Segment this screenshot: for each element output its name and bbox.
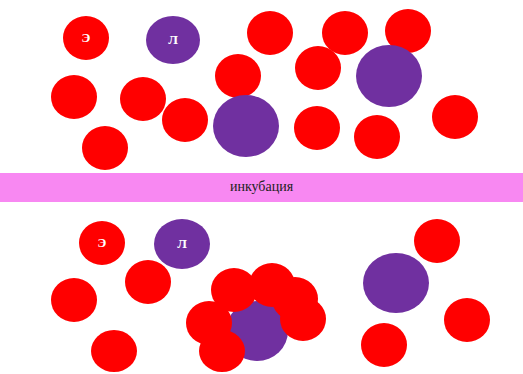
- leukocytes-top: [213, 45, 422, 157]
- erythrocyte: [354, 115, 400, 159]
- erythrocyte: [82, 126, 128, 170]
- cell-body: [63, 16, 109, 60]
- erythrocyte: [280, 297, 326, 341]
- erythrocytes-top: [51, 9, 478, 170]
- leukocyte: [356, 45, 422, 107]
- erythrocyte: [51, 278, 97, 322]
- erythrocyte: [432, 95, 478, 139]
- rosette: [186, 263, 326, 372]
- erythrocyte: [414, 219, 460, 263]
- cell-body: [146, 16, 200, 64]
- erythrocyte: [91, 330, 137, 372]
- cell-letter: Л: [177, 236, 187, 252]
- erythrocyte: [322, 11, 368, 55]
- erythrocyte: [120, 77, 166, 121]
- leukocyte: [363, 253, 429, 313]
- band-label: инкубация: [230, 179, 293, 195]
- leukocytes-bottom: [363, 253, 429, 313]
- cell-body: [154, 219, 210, 269]
- leukocyte-labeled: Л: [154, 219, 210, 269]
- erythrocyte-labeled: Э: [63, 16, 109, 60]
- erythrocyte: [247, 11, 293, 55]
- erythrocyte: [125, 260, 171, 304]
- cell-letter: Э: [82, 30, 91, 46]
- leukocyte-labeled: Л: [146, 16, 200, 64]
- cell-body: [79, 221, 125, 265]
- erythrocyte: [444, 298, 490, 342]
- erythrocyte-labeled: Э: [79, 221, 125, 265]
- erythrocyte: [294, 106, 340, 150]
- erythrocyte: [162, 98, 208, 142]
- erythrocyte: [295, 46, 341, 90]
- erythrocyte: [51, 75, 97, 119]
- cell-letter: Л: [168, 32, 178, 48]
- incubation-band: инкубация: [0, 173, 523, 202]
- erythrocyte: [361, 323, 407, 367]
- leukocyte: [213, 95, 279, 157]
- erythrocyte: [199, 330, 245, 372]
- erythrocytes-bottom: [51, 219, 490, 372]
- erythrocyte: [215, 54, 261, 98]
- cell-letter: Э: [98, 235, 107, 251]
